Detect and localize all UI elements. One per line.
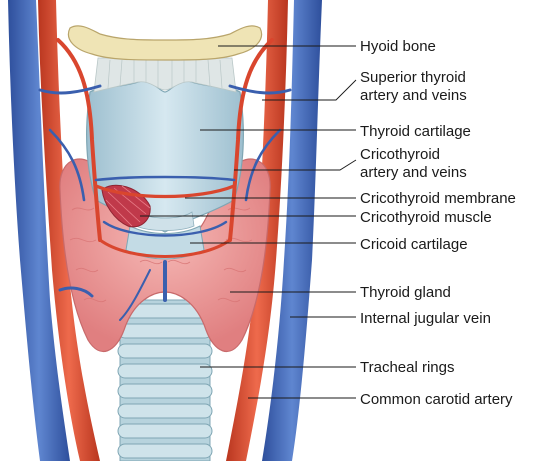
labels: Hyoid bone Superior thyroid artery and v… bbox=[360, 38, 516, 408]
label-common-carotid-artery: Common carotid artery bbox=[360, 391, 513, 408]
label-superior-thyroid-line1: Superior thyroid bbox=[360, 69, 466, 86]
label-hyoid-bone: Hyoid bone bbox=[360, 38, 436, 55]
tracheal-ring bbox=[118, 324, 212, 338]
label-cricoid-cartilage: Cricoid cartilage bbox=[360, 236, 468, 253]
label-cricothyroid-muscle: Cricothyroid muscle bbox=[360, 209, 492, 226]
tracheal-ring bbox=[118, 344, 212, 358]
label-cricothyroid-av-line2: artery and veins bbox=[360, 164, 467, 181]
thyrohyoid-membrane bbox=[94, 58, 236, 92]
label-thyroid-cartilage: Thyroid cartilage bbox=[360, 123, 471, 140]
hyoid-bone bbox=[68, 26, 261, 60]
label-thyroid-gland: Thyroid gland bbox=[360, 284, 451, 301]
label-tracheal-rings: Tracheal rings bbox=[360, 359, 454, 376]
label-internal-jugular-vein: Internal jugular vein bbox=[360, 310, 491, 327]
tracheal-ring bbox=[118, 444, 212, 458]
tracheal-ring bbox=[118, 404, 212, 418]
trachea bbox=[118, 300, 212, 461]
tracheal-ring bbox=[118, 364, 212, 378]
tracheal-ring bbox=[118, 424, 212, 438]
label-superior-thyroid-line2: artery and veins bbox=[360, 87, 467, 104]
label-cricothyroid-av-line1: Cricothyroid bbox=[360, 146, 440, 163]
label-cricothyroid-membrane: Cricothyroid membrane bbox=[360, 190, 516, 207]
tracheal-ring bbox=[118, 384, 212, 398]
